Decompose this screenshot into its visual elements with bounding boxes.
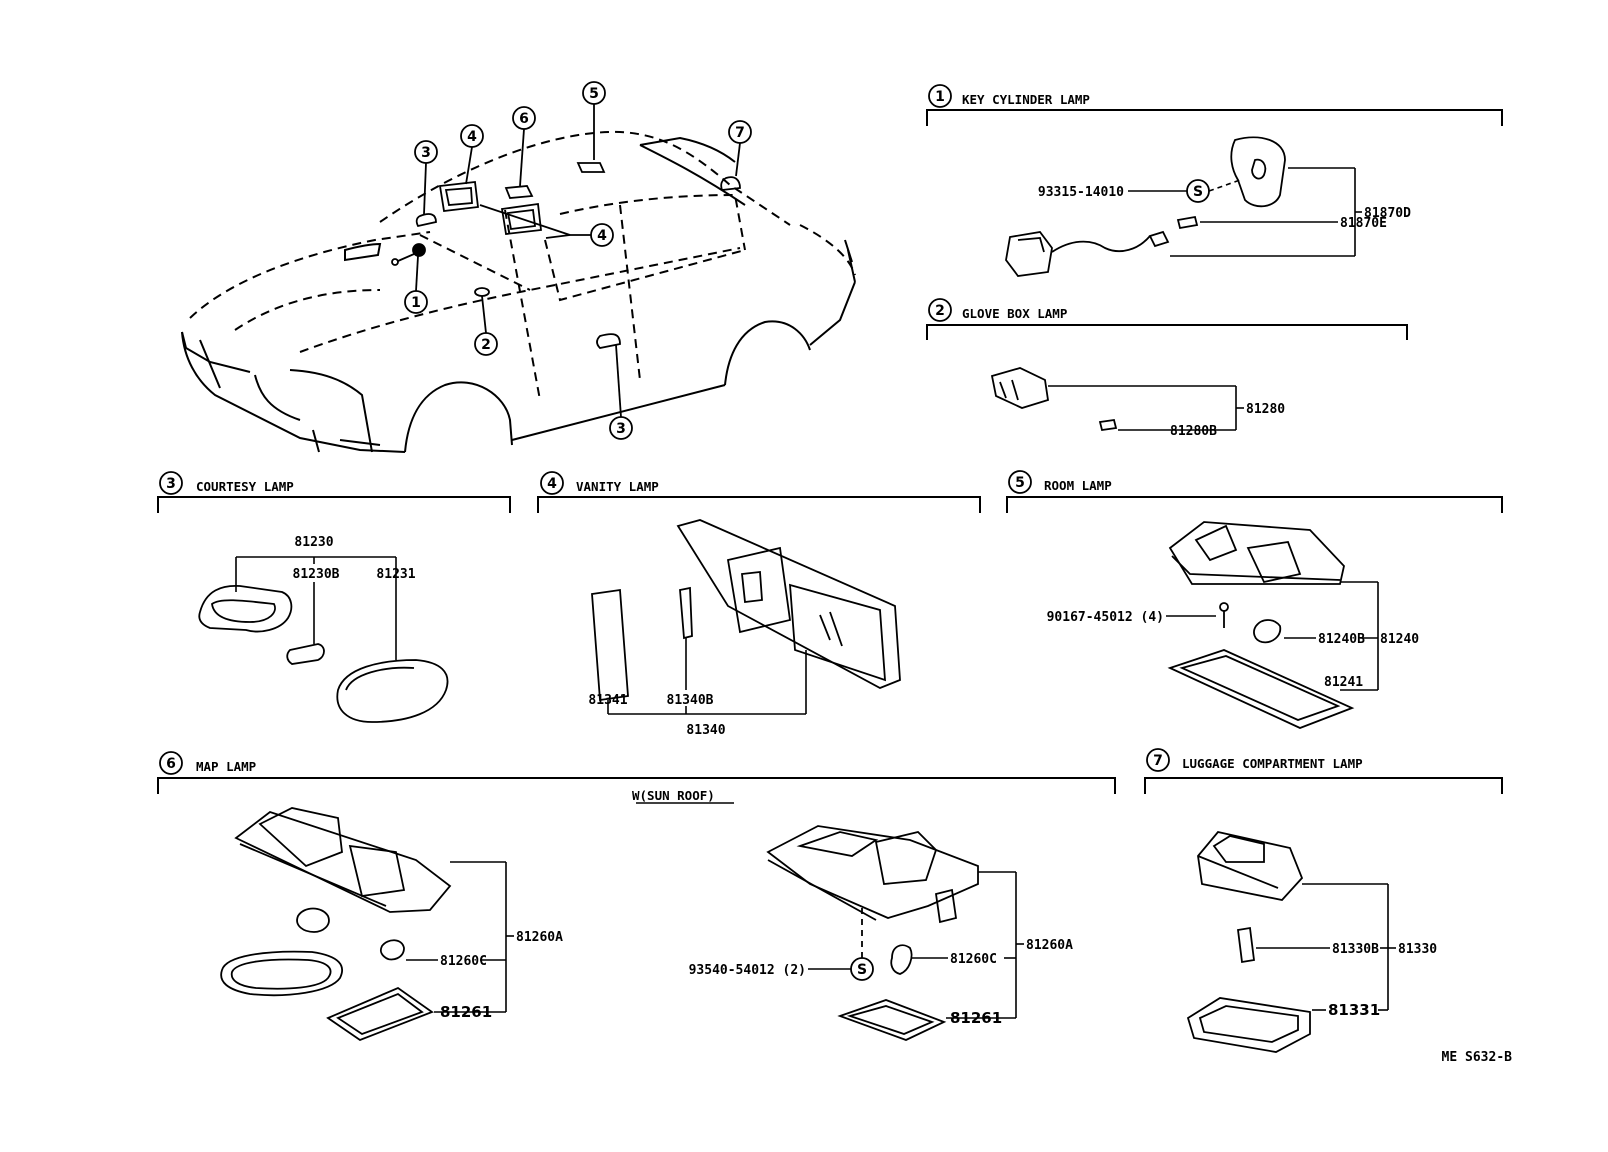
callout-4a: 4 [467, 129, 477, 145]
part-81280B: 81280B [1170, 424, 1217, 439]
car-body-drawing [189, 130, 856, 401]
vanity-leaders [607, 638, 807, 715]
section-brackets [157, 109, 1503, 794]
part-81231: 81231 [376, 567, 415, 582]
map-lamp-left-leaders [406, 861, 514, 1013]
glove-box-parts [990, 367, 1118, 432]
section-number-circles [159, 84, 1170, 775]
screw-symbol-map: S [857, 962, 867, 978]
page-code: ME S632-B [1442, 1050, 1513, 1065]
part-93315-14010: 93315-14010 [1038, 185, 1124, 200]
part-81260C-sunroof: 81260C [950, 952, 997, 967]
callout-3a: 3 [421, 145, 431, 161]
callout-3b: 3 [616, 421, 626, 437]
part-81240: 81240 [1380, 632, 1419, 647]
section-titles: KEY CYLINDER LAMP GLOVE BOX LAMP COURTES… [196, 92, 1363, 803]
map-lamp-left-parts [220, 807, 452, 1042]
map-lamp-sunroof-leaders [808, 871, 1024, 1019]
callout-2: 2 [481, 337, 491, 353]
section-num-4: 4 [547, 476, 557, 492]
part-81230: 81230 [294, 535, 333, 550]
part-81230B: 81230B [293, 567, 340, 582]
part-81260A-left: 81260A [516, 930, 563, 945]
glove-box-leaders [1048, 385, 1244, 431]
callout-7: 7 [735, 125, 745, 141]
part-90167-45012: 90167-45012 (4) [1047, 610, 1164, 625]
part-81241: 81241 [1324, 675, 1363, 690]
car-outline-solid [181, 136, 856, 453]
part-81330: 81330 [1398, 942, 1437, 957]
part-81261-left: 81261 [440, 1003, 492, 1021]
key-cylinder-leaders [1128, 167, 1362, 257]
title-luggage: LUGGAGE COMPARTMENT LAMP [1182, 756, 1363, 771]
section-num-2: 2 [935, 303, 945, 319]
title-courtesy: COURTESY LAMP [196, 479, 294, 494]
part-81341: 81341 [588, 693, 627, 708]
room-lamp-leaders [1166, 581, 1379, 691]
callout-6: 6 [519, 111, 529, 127]
callout-5: 5 [589, 86, 599, 102]
part-81870D: 81870D [1364, 206, 1411, 221]
section-num-7: 7 [1153, 753, 1163, 769]
luggage-lamp-leaders [1256, 883, 1396, 1011]
car-callouts [404, 81, 752, 440]
section-num-6: 6 [166, 756, 176, 772]
map-lamp-sunroof-parts [766, 825, 979, 1041]
text-layer: 5 6 7 4 3 4 1 2 3 1 2 3 4 5 6 7 S S [166, 86, 1203, 978]
part-81240B: 81240B [1318, 632, 1365, 647]
room-lamp-parts [1167, 521, 1355, 729]
part-81330B: 81330B [1332, 942, 1379, 957]
title-vanity: VANITY LAMP [576, 479, 659, 494]
part-93540-54012: 93540-54012 (2) [689, 963, 806, 978]
car-lamp-spots [391, 162, 741, 349]
callout-4b: 4 [597, 228, 607, 244]
section-num-3: 3 [166, 476, 176, 492]
part-81331: 81331 [1328, 1001, 1380, 1019]
part-81340: 81340 [686, 723, 725, 738]
part-81340B: 81340B [667, 693, 714, 708]
luggage-lamp-parts [1186, 831, 1311, 1053]
title-map: MAP LAMP [196, 759, 256, 774]
part-81261-sunroof: 81261 [950, 1009, 1002, 1027]
title-key-cylinder: KEY CYLINDER LAMP [962, 92, 1090, 107]
part-81260C-left: 81260C [440, 954, 487, 969]
map-variant-label: W(SUN ROOF) [632, 788, 715, 803]
title-room: ROOM LAMP [1044, 478, 1112, 493]
key-cylinder-parts [1005, 136, 1286, 277]
part-numbers: 93315-14010 81870D 81870E 81280 81280B 8… [293, 185, 1513, 1065]
section-num-5: 5 [1015, 475, 1025, 491]
part-81280: 81280 [1246, 402, 1285, 417]
screw-symbol-key: S [1193, 184, 1203, 200]
section-num-1: 1 [935, 89, 945, 105]
part-81870E: 81870E [1340, 216, 1387, 231]
vanity-parts [591, 519, 901, 702]
part-81260A-sunroof: 81260A [1026, 938, 1073, 953]
title-glove-box: GLOVE BOX LAMP [962, 306, 1067, 321]
courtesy-parts [198, 585, 449, 723]
courtesy-leaders [235, 556, 397, 660]
callout-1: 1 [411, 295, 421, 311]
